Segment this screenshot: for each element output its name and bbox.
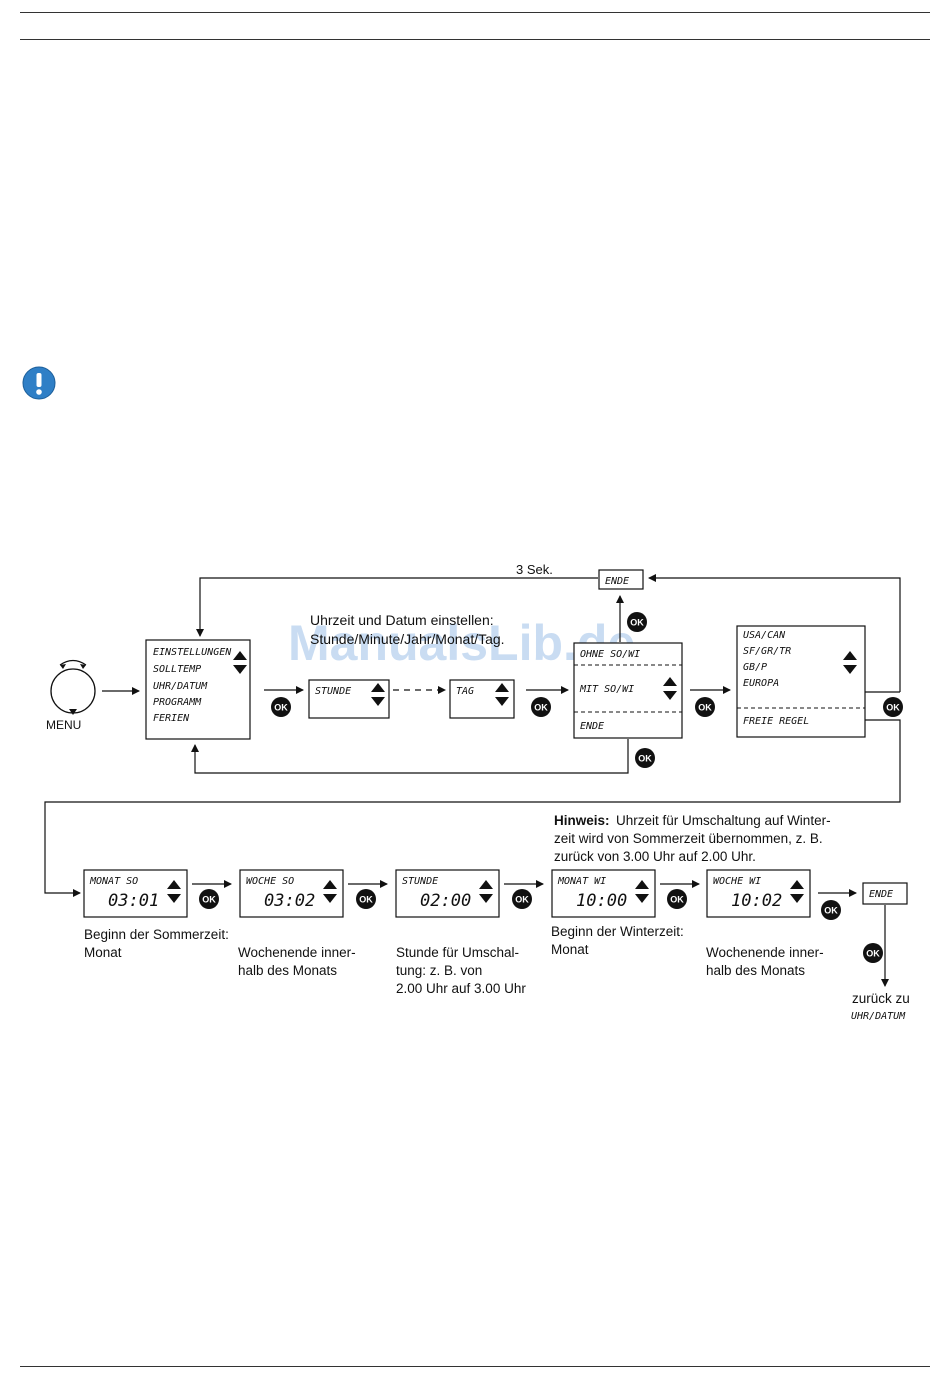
region-menu-item: EUROPA: [743, 678, 779, 689]
info-icon: [22, 366, 56, 400]
svg-text:OK: OK: [359, 895, 373, 905]
screen-caption: tung: z. B. von: [396, 963, 482, 978]
screen-label: WOCHE WI: [713, 876, 761, 887]
dst-menu-item: OHNE SO/WI: [580, 649, 640, 660]
svg-text:OK: OK: [886, 703, 900, 713]
hinweis-line: Uhrzeit für Umschaltung auf Winter-: [616, 813, 831, 828]
dst-menu-display: [573, 642, 683, 739]
main-menu-item: PROGRAMM: [153, 697, 202, 708]
woche-wi-display: [706, 869, 811, 918]
screen-value: 03:01: [108, 891, 159, 911]
dst-menu-item: ENDE: [580, 721, 604, 732]
ok-button-icon[interactable]: OK: [531, 697, 551, 717]
ok-button-icon[interactable]: OK: [512, 889, 532, 909]
ende-display-bottom: [862, 882, 908, 905]
ende-label-top: ENDE: [605, 576, 629, 587]
screen-label: WOCHE SO: [246, 876, 294, 887]
svg-text:OK: OK: [274, 703, 288, 713]
main-menu-item: SOLLTEMP: [153, 664, 201, 675]
main-menu-item: UHR/DATUM: [153, 681, 208, 692]
monat-so-display: [83, 869, 188, 918]
menu-knob[interactable]: [50, 659, 96, 716]
screen-value: 10:00: [576, 891, 627, 911]
screen-caption: halb des Monats: [238, 963, 337, 978]
ende-display-top: [598, 569, 644, 590]
screen-caption: Wochenende inner-: [238, 945, 356, 960]
hinweis-line: zurück von 3.00 Uhr auf 2.00 Uhr.: [554, 849, 756, 864]
header-rule-top: [20, 12, 930, 13]
region-menu-item: FREIE REGEL: [743, 716, 809, 727]
screen-label: MONAT SO: [89, 876, 138, 887]
ok-button-icon[interactable]: OK: [821, 900, 841, 920]
ende-label-bottom: ENDE: [869, 889, 893, 900]
screen-label: STUNDE: [402, 876, 438, 887]
ok-button-icon[interactable]: OK: [356, 889, 376, 909]
main-menu-item: EINSTELLUNGEN: [153, 647, 232, 658]
svg-text:OK: OK: [515, 895, 529, 905]
svg-text:OK: OK: [534, 703, 548, 713]
screen-caption: halb des Monats: [706, 963, 805, 978]
screen-caption: 2.00 Uhr auf 3.00 Uhr: [396, 981, 526, 996]
ok-button-icon[interactable]: OK: [271, 697, 291, 717]
datetime-heading: Stunde/Minute/Jahr/Monat/Tag.: [310, 631, 505, 647]
tag-label: TAG: [456, 686, 474, 697]
menu-label: MENU: [46, 718, 81, 732]
screen-value: 02:00: [420, 891, 471, 911]
svg-text:OK: OK: [638, 754, 652, 764]
ok-button-icon[interactable]: OK: [635, 748, 655, 768]
region-menu-item: USA/CAN: [743, 630, 786, 641]
dst-menu-item: MIT SO/WI: [579, 684, 634, 695]
header-rule-bottom: [20, 39, 930, 40]
screen-value: 10:02: [731, 891, 782, 911]
woche-so-display: [239, 869, 344, 918]
stunde-switch-display: [395, 869, 500, 918]
ok-button-icon[interactable]: OK: [199, 889, 219, 909]
svg-text:OK: OK: [630, 618, 644, 628]
screen-value: 03:02: [264, 891, 315, 911]
screen-label: MONAT WI: [557, 876, 606, 887]
stunde-label: STUNDE: [315, 686, 351, 697]
region-menu-display: [736, 625, 866, 738]
screen-caption: Wochenende inner-: [706, 945, 824, 960]
timer-label: 3 Sek.: [516, 562, 553, 577]
svg-text:OK: OK: [670, 895, 684, 905]
ok-button-icon[interactable]: OK: [627, 612, 647, 632]
footer-rule: [20, 1366, 930, 1367]
screen-caption: Beginn der Winterzeit:: [551, 924, 684, 939]
main-menu-item: FERIEN: [153, 713, 190, 724]
hinweis-line: zeit wird von Sommerzeit übernommen, z. …: [554, 831, 823, 846]
region-menu-item: SF/GR/TR: [743, 646, 791, 657]
hinweis-note: Hinweis:: [554, 813, 610, 828]
svg-text:OK: OK: [698, 703, 712, 713]
monat-wi-display: [551, 869, 656, 918]
ok-button-icon[interactable]: OK: [883, 697, 903, 717]
svg-text:OK: OK: [866, 949, 880, 959]
svg-text:OK: OK: [202, 895, 216, 905]
return-note-target: UHR/DATUM: [851, 1011, 906, 1022]
region-menu-item: GB/P: [743, 662, 767, 673]
svg-text:OK: OK: [824, 906, 838, 916]
return-note: zurück zu: [852, 991, 910, 1006]
ok-button-icon[interactable]: OK: [695, 697, 715, 717]
screen-caption: Monat: [84, 945, 122, 960]
main-menu-display: [145, 639, 251, 740]
ok-button-icon[interactable]: OK: [667, 889, 687, 909]
screen-caption: Stunde für Umschal-: [396, 945, 519, 960]
screen-caption: Beginn der Sommerzeit:: [84, 927, 229, 942]
ok-button-icon[interactable]: OK: [863, 943, 883, 963]
datetime-heading: Uhrzeit und Datum einstellen:: [310, 612, 494, 628]
screen-caption: Monat: [551, 942, 589, 957]
